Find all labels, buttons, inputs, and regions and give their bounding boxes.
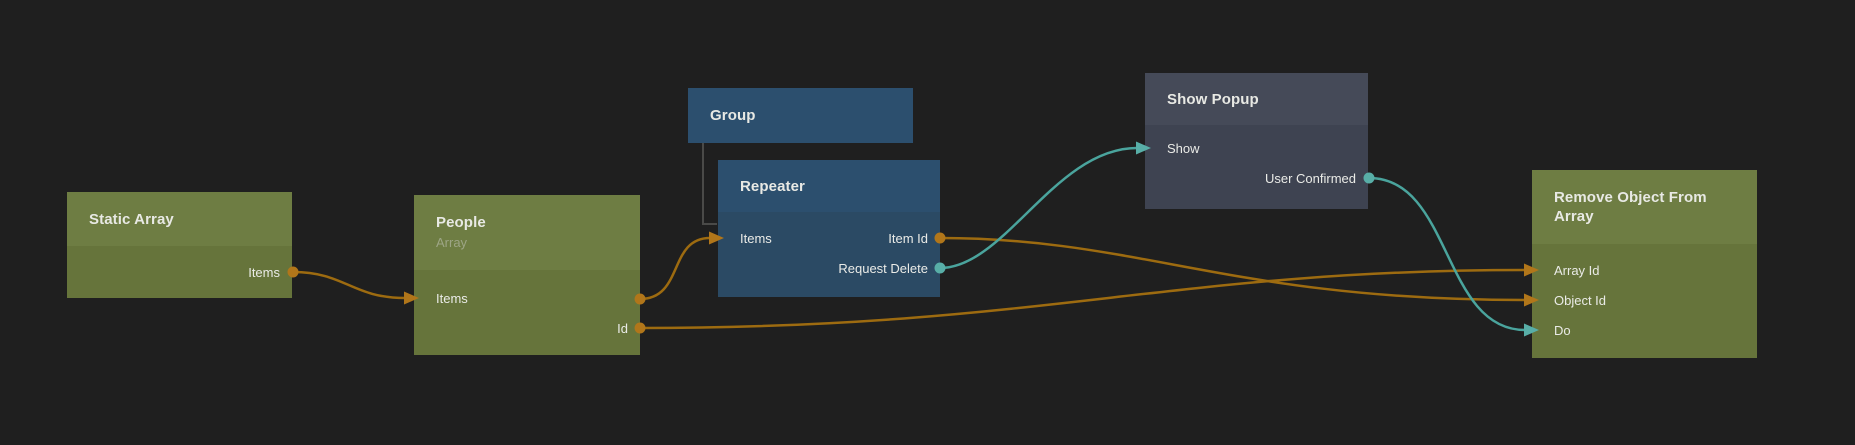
port-items-input-label: Items	[740, 230, 772, 246]
port-row: Object Id	[1532, 285, 1757, 315]
port-array-id-input-label: Array Id	[1554, 262, 1600, 278]
node-remove-object-from-array-body: Array Id Object Id Do	[1532, 244, 1757, 358]
port-dot-people-id-output[interactable]	[634, 322, 646, 334]
node-title: Repeater	[740, 177, 805, 195]
wire-repeater-request-delete-to-show-popup-show[interactable]	[939, 146, 1138, 270]
port-item-id-output-label: Item Id	[888, 230, 928, 246]
node-people-body: Items Id	[414, 270, 640, 355]
port-row: Request Delete	[718, 253, 940, 283]
node-group[interactable]: Group	[688, 88, 913, 143]
node-group-header: Group	[688, 88, 913, 143]
port-dot-repeater-item-id-output[interactable]	[934, 232, 946, 244]
port-row: Array Id	[1532, 255, 1757, 285]
port-dot-people-items-output[interactable]	[634, 293, 646, 305]
node-remove-object-from-array[interactable]: Remove Object From Array Array Id Object…	[1532, 170, 1757, 358]
node-title: People	[436, 214, 486, 231]
port-row: User Confirmed	[1145, 163, 1368, 193]
port-row: Do	[1532, 315, 1757, 345]
port-id-output-label: Id	[617, 320, 628, 336]
port-dot-static-array-items-output[interactable]	[287, 266, 299, 278]
node-title: Static Array	[89, 210, 174, 228]
port-request-delete-output-label: Request Delete	[838, 260, 928, 276]
node-show-popup[interactable]: Show Popup Show User Confirmed	[1145, 73, 1368, 209]
node-title: Show Popup	[1167, 90, 1259, 108]
node-title: Group	[710, 107, 756, 124]
node-title: Remove Object From Array	[1554, 189, 1707, 225]
port-row: Items	[67, 257, 292, 287]
port-do-input-label: Do	[1554, 322, 1571, 338]
port-show-input-label: Show	[1167, 140, 1200, 156]
group-repeater-child-link-line	[702, 143, 717, 225]
port-items-input-label: Items	[436, 290, 468, 306]
node-repeater-body: Items Item Id Request Delete	[718, 212, 940, 297]
port-row: Id	[414, 313, 640, 343]
wire-static-array-items-to-people-items[interactable]	[292, 270, 406, 300]
node-static-array-header: Static Array	[67, 192, 292, 246]
node-repeater-header: Repeater	[718, 160, 940, 212]
port-user-confirmed-output-label: User Confirmed	[1264, 170, 1356, 186]
port-dot-repeater-request-delete-output[interactable]	[934, 262, 946, 274]
wire-people-id-to-remove-array-id[interactable]	[639, 268, 1526, 330]
port-items-output-label: Items	[248, 264, 280, 280]
node-show-popup-header: Show Popup	[1145, 73, 1368, 125]
node-repeater[interactable]: Repeater Items Item Id Request Delete	[718, 160, 940, 297]
wire-show-popup-user-confirmed-to-remove-do[interactable]	[1368, 176, 1526, 332]
port-dot-show-popup-user-confirmed-output[interactable]	[1363, 172, 1375, 184]
port-object-id-input-label: Object Id	[1554, 292, 1607, 308]
node-people[interactable]: People Array Items Id	[414, 195, 640, 355]
node-show-popup-body: Show User Confirmed	[1145, 125, 1368, 209]
port-row: Items	[414, 283, 640, 313]
port-row: Items Item Id	[718, 223, 940, 253]
port-row: Show	[1145, 133, 1368, 163]
node-subtitle: Array	[436, 235, 468, 250]
node-remove-object-from-array-header: Remove Object From Array	[1532, 170, 1757, 244]
node-people-header: People Array	[414, 195, 640, 270]
wire-people-items-to-repeater-items[interactable]	[639, 236, 711, 301]
node-static-array[interactable]: Static Array Items	[67, 192, 292, 298]
wire-repeater-item-id-to-remove-object-id[interactable]	[939, 236, 1526, 302]
node-static-array-body: Items	[67, 246, 292, 298]
